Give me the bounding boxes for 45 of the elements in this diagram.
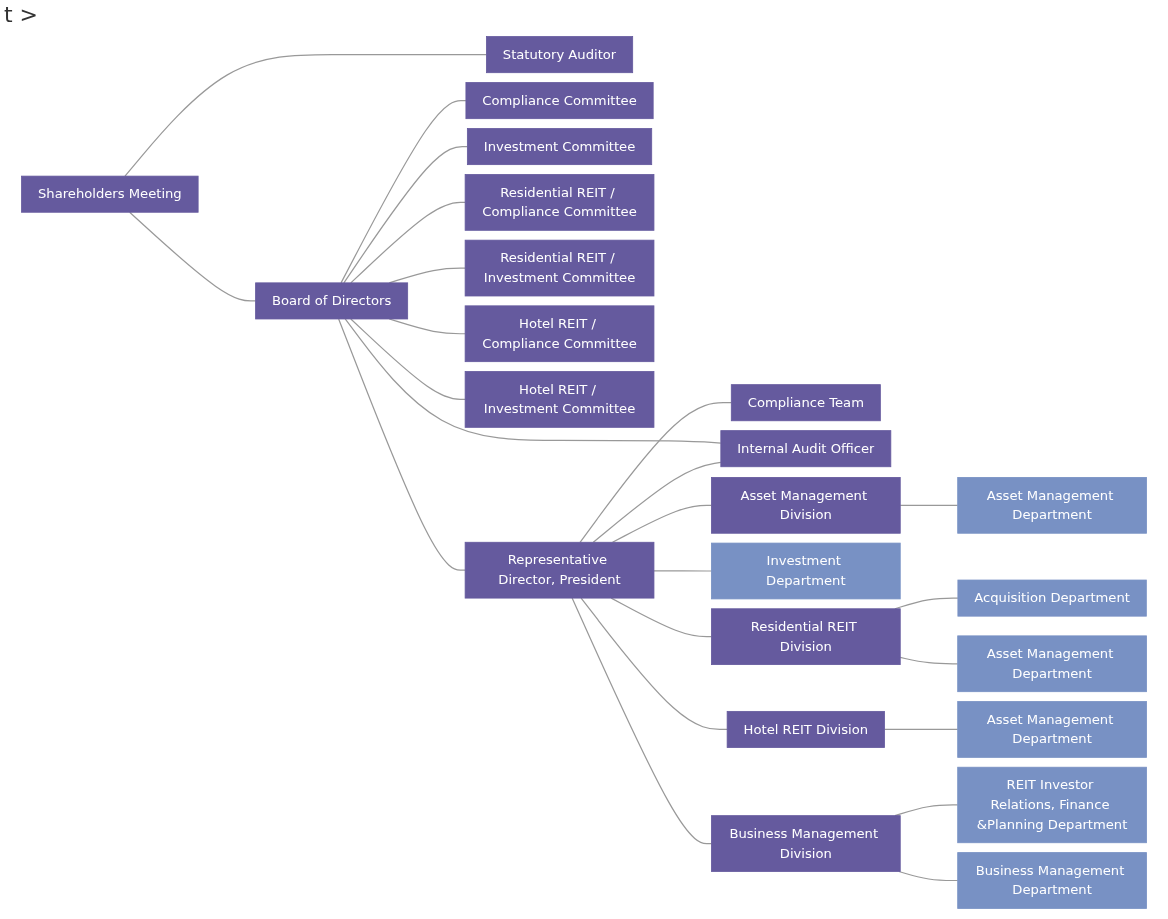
connector (571, 597, 712, 845)
connector (579, 402, 732, 543)
node-box: Statutory Auditor (485, 36, 634, 74)
node-box: Representative Director, President (464, 541, 655, 599)
node-box: Compliance Committee (465, 82, 654, 120)
connector (610, 597, 712, 638)
connector (124, 54, 487, 177)
note-text: t > (4, 2, 39, 27)
connector (129, 211, 257, 302)
node-box: Shareholders Meeting (21, 175, 199, 213)
node-box: Internal Audit Officer (720, 430, 892, 468)
connector (343, 145, 468, 284)
connector (611, 504, 712, 543)
node-box: Hotel REIT Division (726, 711, 885, 748)
node-box: Compliance Team (730, 384, 881, 422)
node-box: REIT Investor Relations, Finance &Planning Department (957, 766, 1147, 844)
node-box: Hotel REIT / Compliance Committee (464, 305, 655, 363)
connector (899, 504, 959, 506)
connector (592, 461, 722, 543)
connector (883, 728, 959, 731)
node-box: Business Management Department (957, 852, 1147, 909)
connector (340, 100, 467, 284)
node-box: Asset Management Department (957, 701, 1147, 758)
node-box: Investment Department (710, 542, 901, 600)
node-box: Residential REIT / Investment Committee (464, 239, 655, 297)
connector (898, 870, 959, 882)
node-box: Asset Management Department (957, 477, 1147, 534)
node-box: Residential REIT Division (710, 608, 901, 665)
node-box: Residential REIT / Compliance Committee (464, 174, 655, 231)
connector (350, 201, 466, 284)
connector (653, 570, 712, 572)
node-box: Board of Directors (255, 282, 409, 320)
node-box: Asset Management Division (710, 477, 901, 534)
connector (894, 804, 959, 817)
connector (899, 656, 959, 665)
connector (344, 318, 722, 444)
node-box: Asset Management Department (957, 635, 1147, 693)
connector (894, 597, 959, 610)
connector (580, 597, 728, 731)
node-box: Hotel REIT / Investment Committee (464, 371, 655, 428)
connector (338, 318, 466, 571)
node-box: Investment Committee (466, 128, 653, 166)
node-box: Business Management Division (710, 815, 901, 872)
connector (350, 318, 466, 401)
node-box: Acquisition Department (957, 579, 1147, 617)
